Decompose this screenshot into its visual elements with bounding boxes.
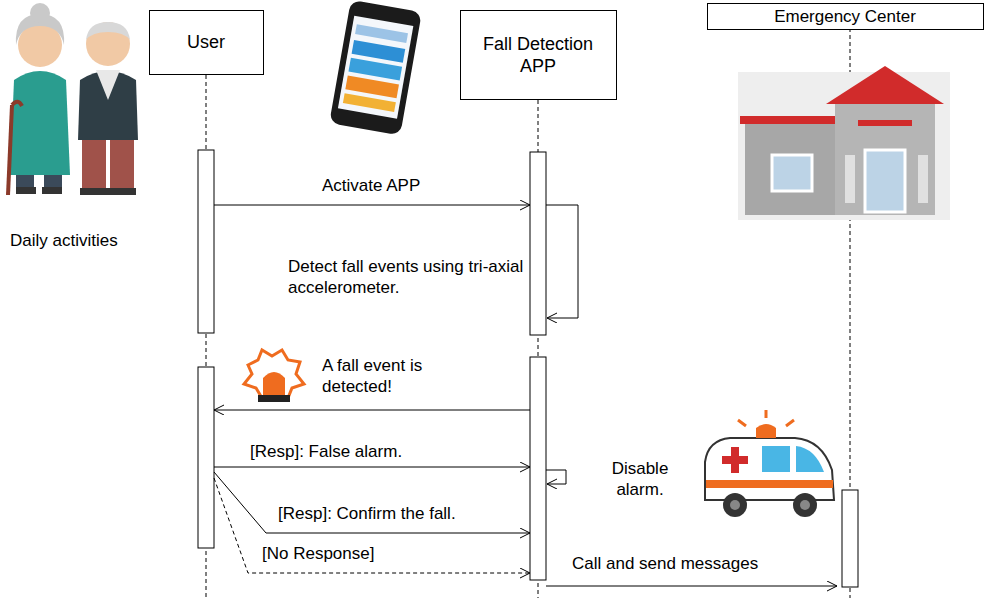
note-text: Detect fall events using tri-axial accel… — [288, 256, 528, 299]
note-text: Disable alarm. — [596, 458, 684, 501]
message-label: Call and send messages — [572, 553, 758, 574]
elderly-couple — [8, 3, 138, 195]
message-arrow — [214, 410, 530, 411]
self-loop — [546, 470, 566, 484]
phone-icon — [329, 0, 422, 135]
lifeline-box: Emergency Center — [707, 3, 984, 30]
message-arrow — [546, 586, 837, 587]
lifeline-box: User — [149, 10, 264, 75]
message-arrow — [214, 467, 530, 468]
message-label: A fall event is detected! — [322, 355, 442, 398]
message-label: [No Response] — [262, 543, 374, 564]
self-loop — [546, 205, 578, 318]
message-arrow — [214, 478, 530, 573]
box-title: Emergency Center — [774, 6, 916, 27]
siren-icon — [244, 350, 304, 402]
ambulance-icon — [705, 410, 834, 517]
message-arrow — [214, 472, 530, 533]
message-label: Activate APP — [322, 175, 420, 196]
hospital-icon — [738, 66, 950, 220]
message-arrow — [214, 205, 530, 206]
lifeline-box: Fall Detection APP — [460, 10, 617, 100]
note-text: Daily activities — [10, 230, 118, 251]
box-title: Fall Detection APP — [469, 33, 608, 78]
box-title: User — [187, 31, 225, 54]
message-label: [Resp]: Confirm the fall. — [278, 503, 456, 524]
message-label: [Resp]: False alarm. — [250, 441, 402, 462]
